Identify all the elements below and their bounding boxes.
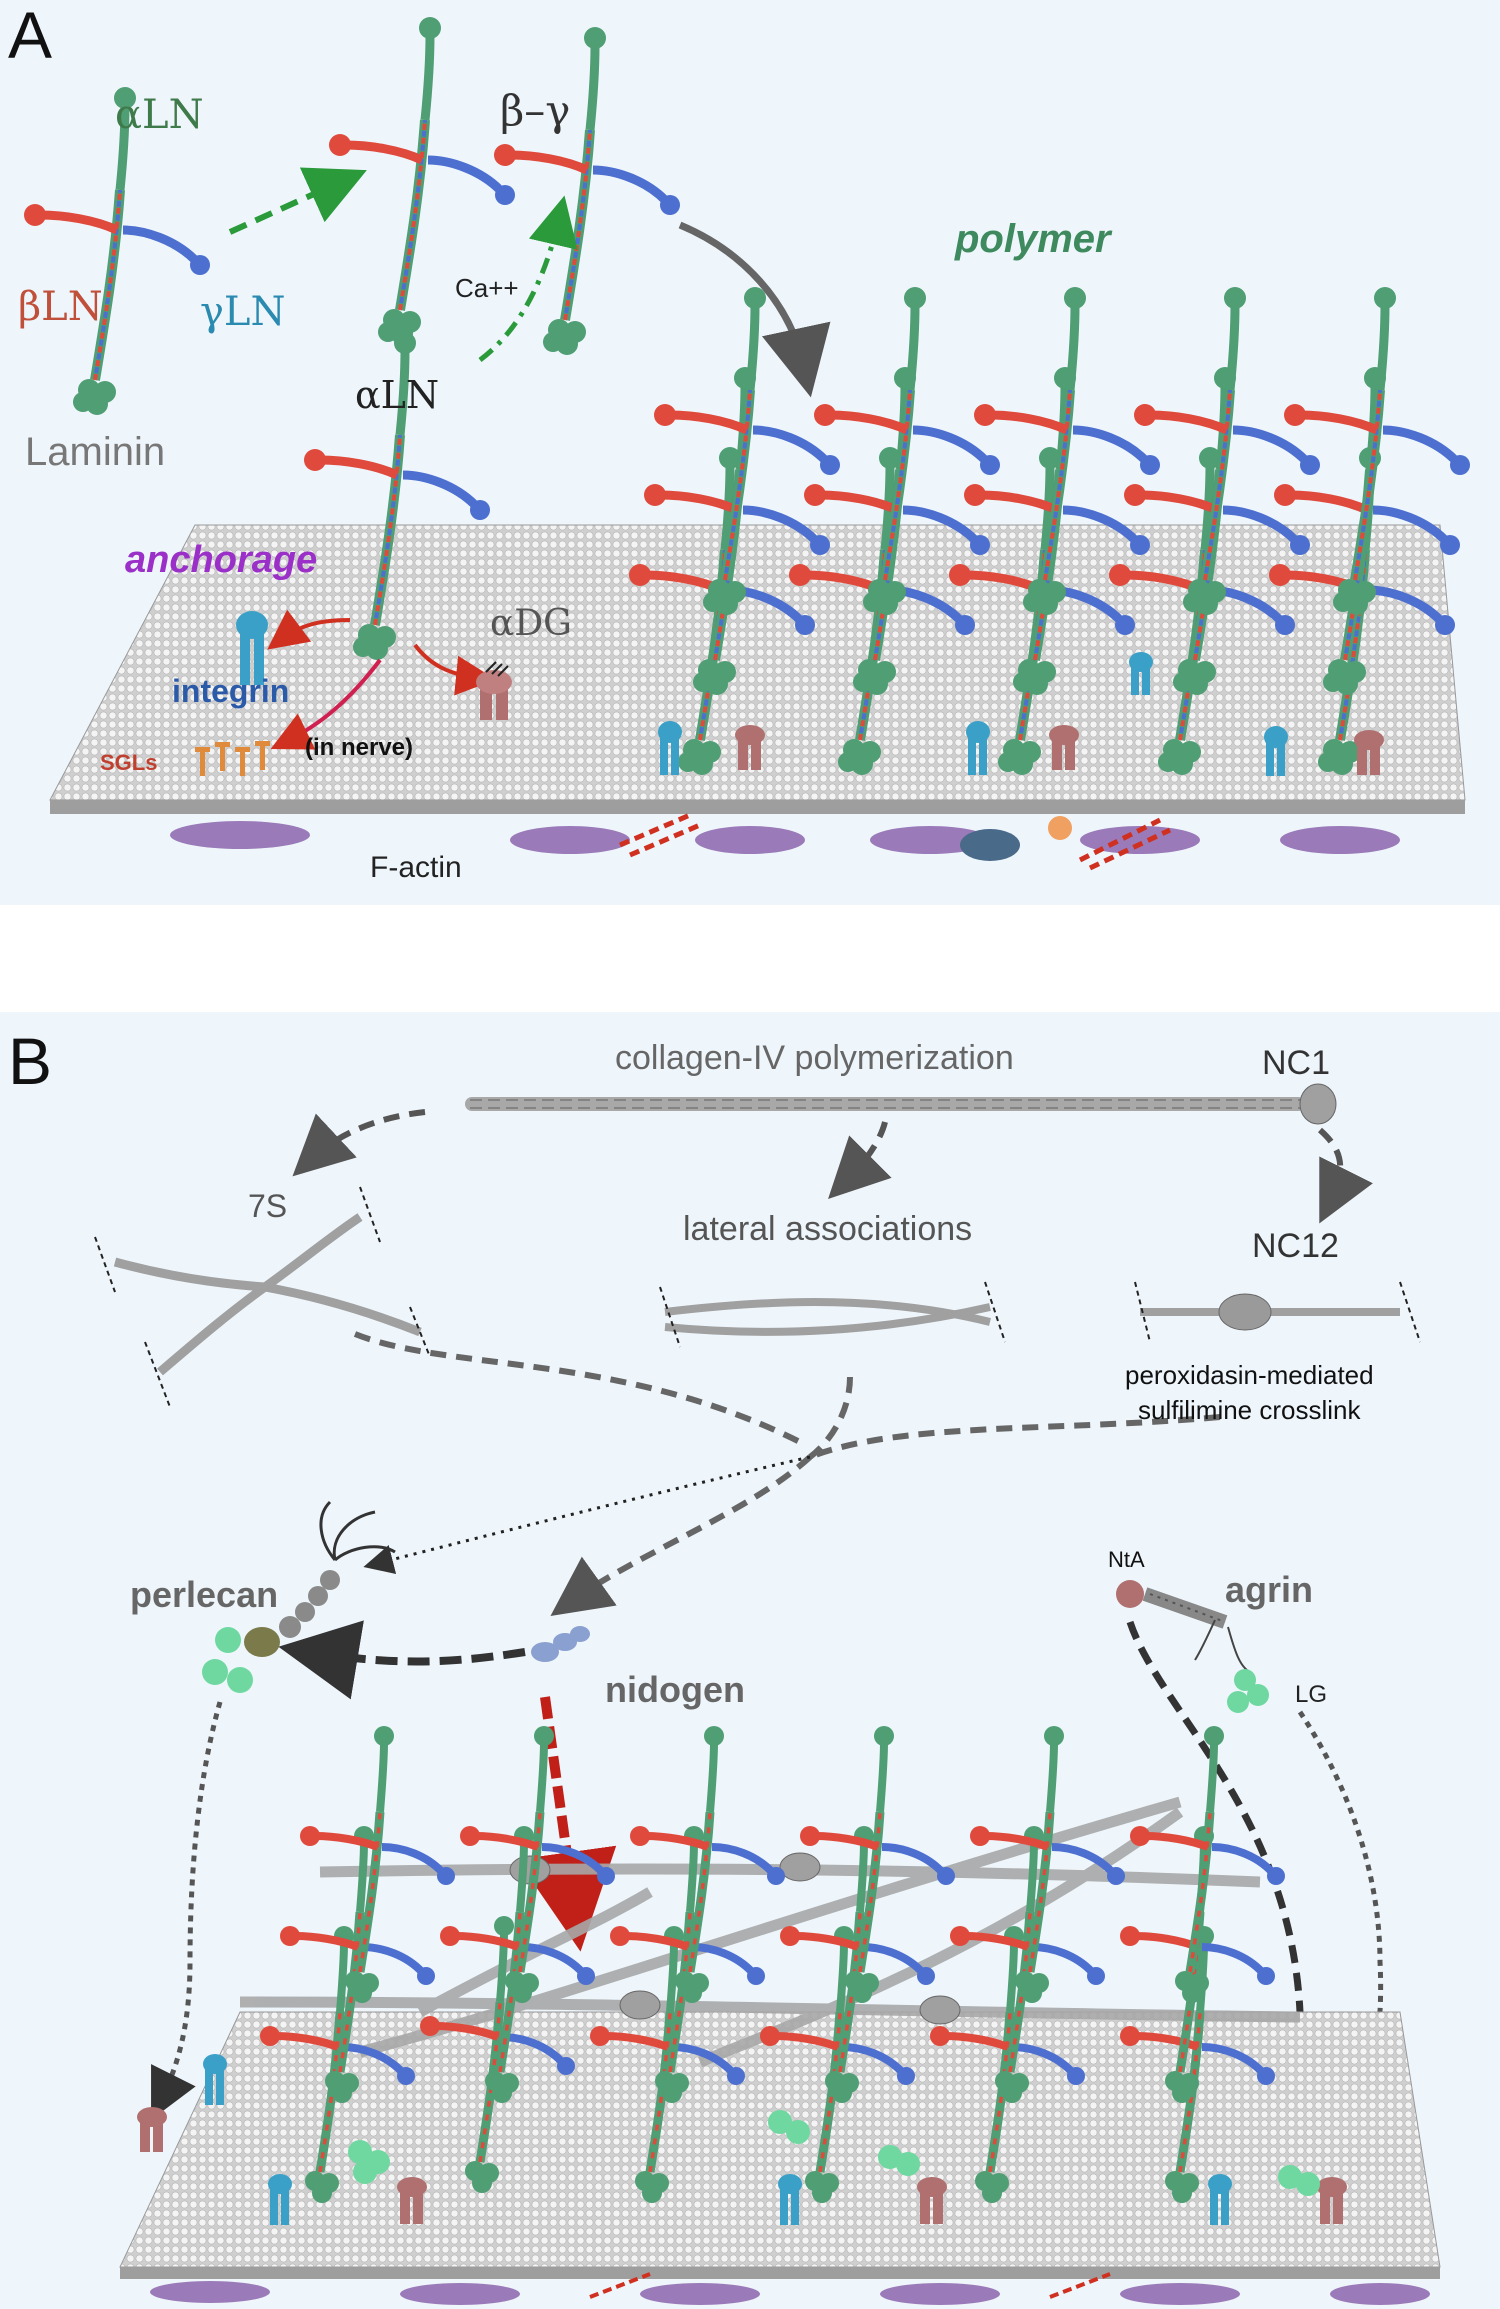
label-nc1-2: NC12 [1252,1227,1339,1265]
adaptor-protein [1048,816,1072,840]
panel-b-diagram: B [8,1024,1441,2305]
dystroglycan-receptor [476,661,512,720]
label-gamma-ln: γLN [200,289,285,335]
calcium-arrow [478,195,578,362]
label-beta-ln: βLN [18,284,103,330]
label-7s: 7S [248,1188,287,1224]
laminin-pair-right [494,27,680,355]
cytoskeletal-links-b [589,2272,1111,2299]
label-nidogen: nidogen [605,1669,745,1710]
label-sgls: SGLs [100,750,157,775]
label-crosslink-2: sulfilimine crosslink [1138,1395,1361,1425]
polymer-receptors [658,652,1384,776]
nc1-hexamer [1140,1293,1400,1331]
panel-b: B [0,1012,1500,2309]
nidogen-to-perlecan-arrow [278,1620,526,1700]
arrow-to-lateral [828,1121,892,1199]
collagen-nc1-nodes [509,1852,961,2025]
cytoskeletal-links [619,812,1172,871]
arrow-to-nc1-2 [1317,1127,1373,1224]
label-polymer: polymer [954,217,1113,261]
label-beta-gamma: β–γ [500,86,570,135]
f-actin-bundles [170,821,1400,854]
label-nta: NtA [1108,1547,1145,1572]
label-integrin: integrin [172,673,289,709]
membrane-b [119,2011,1441,2268]
label-calcium: Ca++ [455,273,519,303]
panel-a-diagram: A [8,0,1500,884]
panel-a: A [0,0,1500,905]
panel-letter-a: A [8,0,52,72]
perlecan-lg-path [151,1701,223,2120]
label-alpha-ln-mid: αLN [355,373,439,417]
label-crosslink-1: peroxidasin-mediated [1125,1360,1374,1390]
label-lateral: lateral associations [683,1210,972,1248]
collagen-strands [470,1099,1300,1109]
label-agrin: agrin [1225,1569,1313,1610]
nc1-domain [1299,1083,1337,1125]
linker-protein [960,829,1020,861]
path-to-perlecan [363,1455,811,1575]
label-alpha-dg: αDG [490,603,572,644]
assembly-paths [353,1331,1221,1616]
label-f-actin: F-actin [370,851,462,884]
polymerization-arrow [678,221,831,398]
sgl-lipids [195,741,270,776]
integrin-arrow [267,609,351,650]
agrin-molecule [1116,1580,1269,1713]
label-anchorage: anchorage [125,539,317,581]
7s-tetramer [113,1213,422,1376]
nc1-cut-marks [1134,1281,1421,1343]
label-collagen-iv: collagen-IV polymerization [615,1039,1014,1077]
membrane-edge [50,800,1465,814]
integrin-receptor [236,611,268,685]
f-actin-b [150,2281,1430,2305]
label-nc1: NC1 [1262,1044,1330,1082]
panel-letter-b: B [8,1024,52,1098]
lateral-cut-marks [659,1281,1006,1348]
collagen-iv-protomer [465,1097,1305,1111]
dystroglycan-arrow [413,643,496,696]
label-perlecan: perlecan [130,1574,278,1615]
label-lg: LG [1295,1681,1327,1708]
label-in-nerve: (in nerve) [305,734,413,761]
membrane-b-edge [120,2267,1440,2279]
nidogen-molecule [531,1626,590,1662]
lateral-association [664,1298,991,1336]
7s-cut-marks [94,1186,431,1408]
assembly-arrow [228,167,367,235]
label-laminin: Laminin [25,430,165,474]
label-alpha-ln-top: αLN [115,92,204,138]
arrow-to-7s [292,1109,426,1177]
sgl-arrow [270,658,382,750]
receptors-b [137,2054,1347,2225]
